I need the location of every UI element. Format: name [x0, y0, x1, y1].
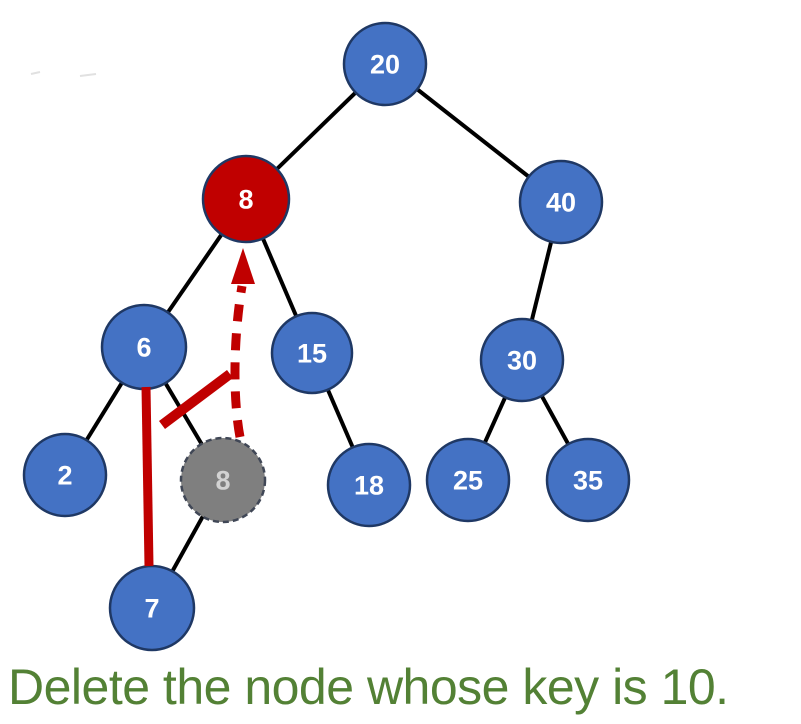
blue-node-circle [425, 437, 511, 523]
tree-node-n6: 6 [100, 303, 188, 391]
node-key-label: 40 [546, 188, 576, 218]
copy-up-arrow [230, 248, 255, 438]
blue-node-circle [518, 159, 604, 245]
faint-artifact-mark [30, 71, 41, 75]
node-key-label: 8 [238, 185, 253, 215]
node-key-label: 8 [215, 466, 230, 496]
blue-node-circle [108, 564, 196, 652]
new-parent-link-line [141, 386, 154, 567]
node-key-label: 30 [507, 346, 537, 376]
blue-node-circle [22, 432, 108, 518]
edge-cut-mark [159, 370, 233, 429]
blue-node-circle [342, 21, 428, 107]
gray-node-circle [179, 436, 267, 524]
tree-node-n20: 20 [342, 21, 428, 107]
tree-node-n8gray: 8 [179, 436, 267, 524]
copy-up-arrow-shaft [230, 285, 247, 438]
tree-node-n15: 15 [270, 311, 354, 395]
tree-node-n8red: 8 [201, 154, 291, 244]
blue-node-circle [479, 317, 565, 403]
faint-artifact-mark [79, 73, 97, 77]
node-key-label: 15 [297, 339, 327, 369]
blue-node-circle [545, 437, 631, 523]
tree-node-n7: 7 [108, 564, 196, 652]
tree-node-n2: 2 [22, 432, 108, 518]
tree-node-n30: 30 [479, 317, 565, 403]
blue-node-circle [326, 442, 412, 528]
tree-node-n35: 35 [545, 437, 631, 523]
caption: Delete the node whose key is 10. [8, 659, 729, 715]
tree-node-n40: 40 [518, 159, 604, 245]
node-key-label: 25 [453, 466, 483, 496]
node-key-label: 7 [144, 594, 159, 624]
node-key-label: 18 [354, 471, 384, 501]
red-node-circle [201, 154, 291, 244]
node-key-label: 20 [370, 50, 400, 80]
node-key-label: 6 [136, 333, 151, 363]
copy-up-arrowhead-icon [231, 248, 255, 284]
node-key-label: 35 [573, 466, 603, 496]
tree-node-n18: 18 [326, 442, 412, 528]
tree-node-n25: 25 [425, 437, 511, 523]
node-key-label: 2 [57, 461, 72, 491]
blue-node-circle [270, 311, 354, 395]
